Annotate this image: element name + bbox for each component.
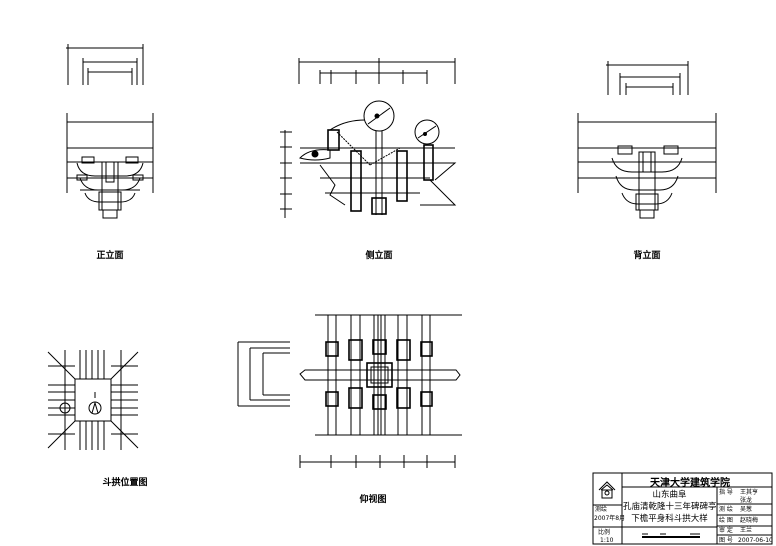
back-elevation-drawing — [577, 61, 717, 219]
scale-label: 比例 — [598, 529, 611, 536]
dimension-lines — [66, 44, 144, 85]
bottom-view-drawing — [237, 314, 462, 468]
role-name: 张龙 — [740, 497, 753, 504]
scale-value: 1:10 — [600, 537, 614, 544]
dimension-lines — [280, 58, 456, 218]
role-name: 王兰 — [740, 527, 753, 534]
dimension-lines — [237, 341, 456, 468]
side-elevation-drawing — [280, 58, 457, 218]
front-elevation-drawing — [66, 44, 154, 219]
bracket-blocks — [325, 339, 433, 410]
side-elevation-label: 侧立面 — [365, 251, 393, 261]
role-name: 吴葱 — [740, 506, 753, 513]
bracket-set — [76, 156, 144, 219]
dimension-lines — [606, 61, 689, 95]
role-label: 审 定 — [719, 527, 733, 534]
front-elevation-label: 正立面 — [96, 251, 124, 261]
marker-circle — [59, 402, 71, 414]
institution-name: 天津大学建筑学院 — [650, 478, 730, 489]
drawing-title: 山东曲阜 孔庙清乾隆十三年碑碑亭 下檐平身科斗拱大样 — [623, 489, 716, 525]
scale-bar — [642, 533, 700, 538]
survey-label: 测绘 — [595, 506, 608, 513]
university-logo-icon — [598, 481, 616, 499]
title-line-1: 孔庙清乾隆十三年碑碑亭 — [623, 502, 716, 512]
role-name: 王其亨 — [740, 489, 759, 496]
title-location: 山东曲阜 — [652, 490, 687, 500]
role-name: 2007-06-10 — [738, 537, 773, 544]
bracket-location-plan — [47, 350, 139, 450]
role-label: 绘 图 — [719, 517, 733, 524]
back-elevation-label: 背立面 — [633, 251, 661, 261]
survey-date: 2007年8月 — [594, 515, 626, 522]
title-line-2: 下檐平身科斗拱大样 — [631, 514, 708, 524]
bottom-view-label: 仰视图 — [359, 495, 387, 505]
role-label: 指 导 — [719, 489, 733, 496]
bracket-columns — [327, 129, 434, 215]
bracket-location-label: 斗拱位置图 — [102, 478, 148, 488]
role-name: 赵晓梅 — [740, 517, 759, 524]
role-label: 测 绘 — [719, 506, 733, 513]
bracket-set — [611, 145, 683, 219]
title-block-frame — [592, 472, 773, 545]
role-label: 图 号 — [719, 537, 733, 544]
rafter-lines — [48, 350, 138, 450]
